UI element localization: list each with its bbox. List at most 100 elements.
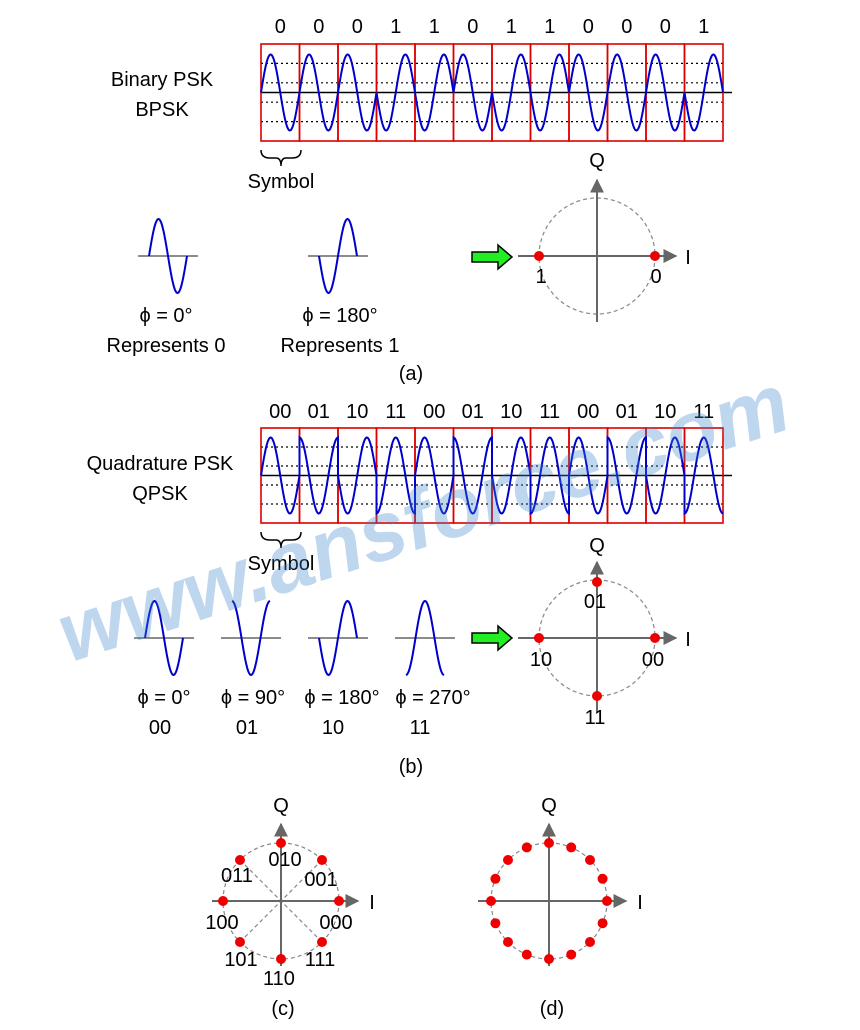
phase-example-waveform — [231, 600, 271, 677]
bit-label: 10 — [654, 401, 676, 423]
constellation-point — [234, 937, 245, 948]
8psk-label-001: 001 — [304, 869, 337, 891]
constellation-point — [650, 633, 660, 643]
qpsk-symbol-label: Symbol — [248, 553, 315, 575]
qpsk-top-label: 01 — [584, 591, 606, 613]
bit-label: 1 — [698, 16, 709, 38]
qpsk-phase-180-code: 10 — [322, 717, 344, 739]
qpsk-waveform-grid — [260, 427, 732, 524]
caption-b: (b) — [399, 756, 423, 778]
panel-c-8psk: Q I 010 011 001 100 000 101 111 110 (c) — [205, 795, 374, 1020]
constellation-point — [566, 842, 577, 853]
constellation-point — [276, 954, 286, 964]
constellation-point — [544, 838, 554, 848]
bit-label: 00 — [423, 401, 445, 423]
qpsk-phase-90-code: 01 — [236, 717, 258, 739]
caption-a: (a) — [399, 363, 423, 385]
bit-label: 1 — [506, 16, 517, 38]
constellation-point — [585, 854, 596, 865]
bit-label: 0 — [583, 16, 594, 38]
8psk-points — [218, 838, 344, 964]
16psk-q-label: Q — [541, 795, 557, 817]
qpsk-phase-0-code: 00 — [149, 717, 171, 739]
constellation-point — [544, 954, 554, 964]
bit-label: 01 — [616, 401, 638, 423]
qpsk-phase-0-label: ϕ = 0° — [137, 687, 190, 709]
qpsk-left-label: 10 — [530, 649, 552, 671]
bpsk-point-1-label: 1 — [535, 266, 546, 288]
bpsk-phase-0-label: ϕ = 0° — [139, 305, 192, 327]
constellation-point — [597, 918, 608, 929]
caption-c: (c) — [271, 998, 294, 1020]
bit-label: 0 — [313, 16, 324, 38]
bpsk-q-label: Q — [589, 150, 605, 172]
bpsk-point-0-label: 0 — [650, 266, 661, 288]
constellation-point — [234, 854, 245, 865]
bit-label: 01 — [462, 401, 484, 423]
constellation-point — [317, 937, 328, 948]
constellation-point — [534, 633, 544, 643]
constellation-point — [490, 873, 501, 884]
constellation-point — [334, 896, 344, 906]
bit-label: 11 — [693, 401, 714, 423]
bit-label: 0 — [621, 16, 632, 38]
bpsk-waveform — [260, 53, 724, 132]
qpsk-right-label: 00 — [642, 649, 664, 671]
constellation-point — [650, 251, 660, 261]
panel-d-16psk: Q I (d) — [478, 795, 643, 1020]
constellation-point — [317, 854, 328, 865]
bpsk-title-line1: Binary PSK — [111, 69, 214, 91]
constellation-point — [521, 842, 532, 853]
green-arrow-icon — [471, 243, 514, 271]
qpsk-phase-180-label: ϕ = 180° — [304, 687, 379, 709]
bit-label: 0 — [467, 16, 478, 38]
bit-label: 00 — [577, 401, 599, 423]
phase-example-waveform — [318, 599, 358, 677]
green-arrow-icon — [471, 624, 514, 652]
phase-180-waveform — [318, 217, 358, 295]
8psk-label-000: 000 — [319, 912, 352, 934]
constellation-point — [490, 918, 501, 929]
bit-label: 11 — [385, 401, 406, 423]
bit-label: 00 — [269, 401, 291, 423]
phase-0-waveform — [148, 217, 188, 295]
qpsk-constellation: Q I 01 10 00 11 — [518, 535, 691, 729]
bpsk-constellation: Q I 1 0 — [518, 150, 691, 322]
constellation-point — [218, 896, 228, 906]
constellation-point — [597, 873, 608, 884]
bit-label: 0 — [352, 16, 363, 38]
bit-label: 10 — [500, 401, 522, 423]
qpsk-i-label: I — [685, 629, 691, 651]
caption-d: (d) — [540, 998, 564, 1020]
phase-example-waveform — [144, 599, 184, 677]
qpsk-title-line1: Quadrature PSK — [87, 453, 234, 475]
bpsk-symbol-label: Symbol — [248, 171, 315, 193]
constellation-point — [592, 691, 602, 701]
qpsk-phase-examples — [134, 599, 455, 677]
bit-label: 1 — [390, 16, 401, 38]
qpsk-phase-90-label: ϕ = 90° — [221, 687, 285, 709]
bpsk-phase-0-meaning: Represents 0 — [107, 335, 226, 357]
constellation-point — [602, 896, 612, 906]
bit-label: 01 — [308, 401, 330, 423]
bit-label: 0 — [275, 16, 286, 38]
phase-example-waveform — [405, 599, 445, 676]
8psk-label-010: 010 — [268, 849, 301, 871]
bpsk-phase-180-meaning: Represents 1 — [281, 335, 400, 357]
qpsk-phase-270-label: ϕ = 270° — [395, 687, 470, 709]
8psk-label-100: 100 — [205, 912, 238, 934]
qpsk-bottom-label: 11 — [585, 707, 606, 729]
16psk-i-label: I — [637, 892, 643, 914]
8psk-label-110: 110 — [263, 968, 295, 990]
qpsk-q-label: Q — [589, 535, 605, 557]
bit-label: 0 — [660, 16, 671, 38]
qpsk-waveform — [260, 435, 724, 516]
bpsk-phase-180-label: ϕ = 180° — [302, 305, 377, 327]
bit-label: 10 — [346, 401, 368, 423]
16psk-points — [486, 838, 612, 964]
constellation-point — [276, 838, 286, 848]
8psk-i-label: I — [369, 892, 375, 914]
